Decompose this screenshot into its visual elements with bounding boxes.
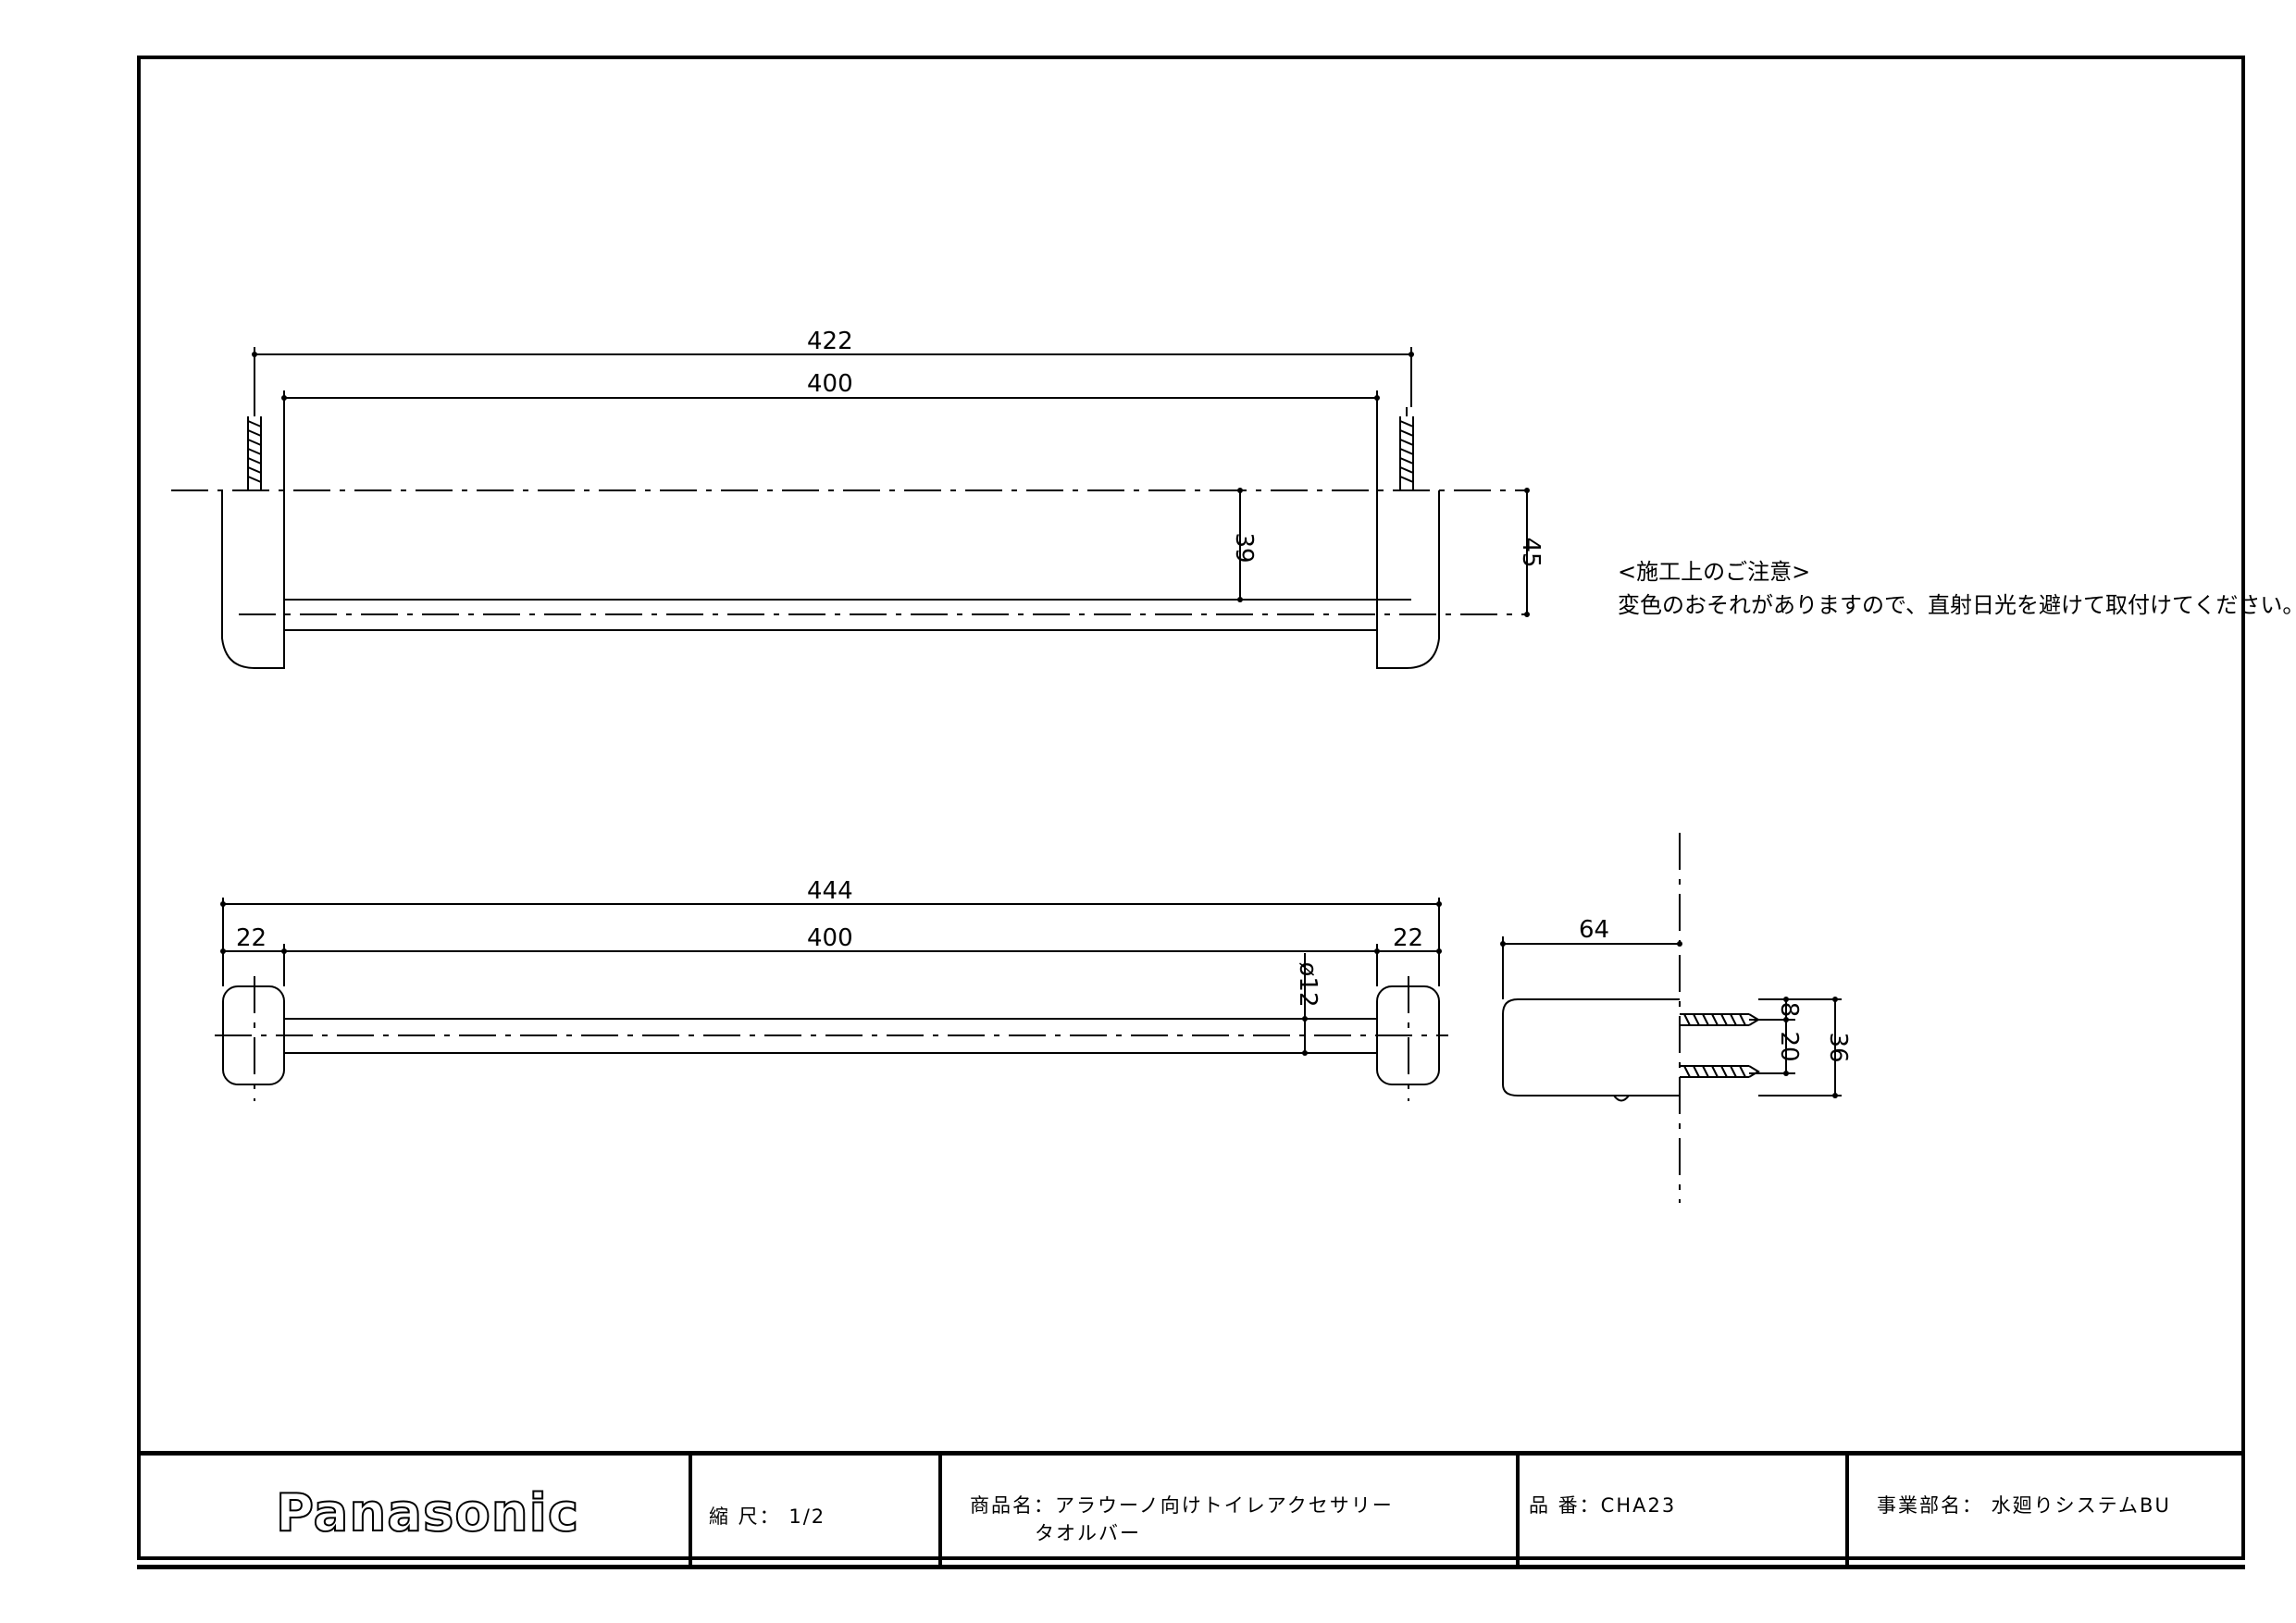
part-cell: 品 番：CHA23	[1520, 1456, 1849, 1565]
drawing-frame	[137, 56, 2245, 1560]
dim-64: 64	[1579, 916, 1609, 944]
left-bracket-top	[221, 490, 285, 669]
dim-400-top: 400	[807, 370, 853, 398]
logo-cell: Panasonic	[137, 1456, 692, 1565]
division-cell: 事業部名： 水廻りシステムBU	[1849, 1456, 2245, 1565]
notes-heading: <施工上のご注意>	[1618, 559, 1811, 585]
dim-22-left: 22	[236, 924, 267, 952]
installation-notes: <施工上のご注意> 変色のおそれがありますので、直射日光を避けて取付けてください…	[1618, 555, 2296, 622]
division-name: 事業部名： 水廻りシステムBU	[1877, 1494, 2171, 1517]
dim-8: 8	[1775, 1002, 1803, 1018]
bracket-side	[1502, 998, 1680, 1096]
panasonic-logo: Panasonic	[275, 1482, 580, 1544]
screw-side-lower	[1680, 1065, 1760, 1078]
screw-side-upper	[1680, 1013, 1760, 1026]
product-name: 商品名：アラウーノ向けトイレアクセサリー	[970, 1494, 1394, 1517]
dim-422: 422	[807, 328, 853, 355]
product-subname: タオルバー	[1035, 1522, 1141, 1544]
title-block: Panasonic 縮 尺： 1/2 商品名：アラウーノ向けトイレアクセサリー …	[137, 1451, 2245, 1569]
dim-36: 36	[1824, 1032, 1852, 1062]
dim-45: 45	[1517, 537, 1545, 567]
scale-text: 縮 尺： 1/2	[709, 1505, 826, 1528]
dim-bar-diameter: ø12	[1294, 962, 1322, 1008]
product-cell: 商品名：アラウーノ向けトイレアクセサリー タオルバー	[942, 1456, 1520, 1565]
dim-20: 20	[1775, 1031, 1803, 1061]
dim-22-right: 22	[1393, 924, 1423, 952]
part-number: 品 番：CHA23	[1529, 1494, 1677, 1517]
notes-line: 変色のおそれがありますので、直射日光を避けて取付けてください。	[1618, 592, 2296, 618]
screw-left-top	[247, 407, 262, 490]
screw-right-top	[1399, 407, 1414, 490]
right-bracket-top	[1376, 490, 1440, 669]
dim-400-front: 400	[807, 924, 853, 952]
scale-cell: 縮 尺： 1/2	[692, 1456, 942, 1565]
dim-39: 39	[1230, 532, 1258, 563]
dim-444: 444	[807, 877, 853, 905]
